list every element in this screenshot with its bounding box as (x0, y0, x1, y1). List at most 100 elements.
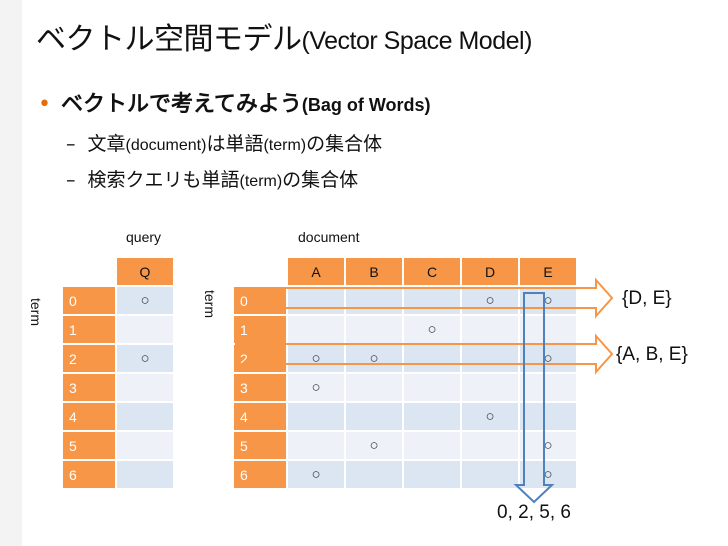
document-cell (404, 461, 460, 488)
document-cell (462, 316, 518, 343)
document-cell: ○ (520, 287, 576, 314)
document-cell (404, 287, 460, 314)
document-cell: ○ (462, 287, 518, 314)
document-cell (288, 432, 344, 459)
main-bullet: • ベクトルで考えてみよう(Bag of Words) (38, 86, 431, 118)
column-header: D (462, 258, 518, 285)
document-cell: ○ (288, 345, 344, 372)
row-header: 6 (234, 461, 286, 488)
document-cell (346, 461, 402, 488)
term-present-mark: ○ (543, 437, 553, 454)
document-cell (520, 374, 576, 401)
term-present-mark: ○ (311, 379, 321, 396)
title-japanese: ベクトル空間モデル (36, 22, 302, 57)
slide-title: ベクトル空間モデル(Vector Space Model) (36, 14, 532, 58)
row-header: 0 (63, 287, 115, 314)
query-cell (117, 461, 173, 488)
table-row: 5 ○ ○ (234, 432, 576, 459)
term-present-mark: ○ (485, 408, 495, 425)
table-corner (63, 258, 115, 285)
term-present-mark: ○ (140, 350, 150, 367)
document-cell (462, 374, 518, 401)
document-cell (462, 461, 518, 488)
document-cell: ○ (288, 374, 344, 401)
sub1-text-b: (document) (125, 137, 207, 154)
document-cell: ○ (520, 432, 576, 459)
bullet-english: (Bag of Words) (301, 95, 431, 115)
row-header: 1 (63, 316, 115, 343)
row-header: 3 (234, 374, 286, 401)
table-row: 2○○○ (234, 345, 576, 372)
row-header: 0 (234, 287, 286, 314)
table-row: 0 ○ ○ (234, 287, 576, 314)
column-e-result: 0, 2, 5, 6 (497, 502, 571, 523)
table-row: 3 (63, 374, 173, 401)
table-row: 2○ (63, 345, 173, 372)
row-header: 5 (234, 432, 286, 459)
sub2-text-a: 検索クエリも単語 (87, 169, 240, 191)
table-row: 0○ (63, 287, 173, 314)
sub2-text-b: (term) (239, 173, 283, 190)
sub1-text-c: は単語 (206, 133, 264, 155)
document-cell (346, 374, 402, 401)
document-cell: ○ (346, 345, 402, 372)
sub-bullet-document: –文章(document)は単語(term)の集合体 (66, 129, 382, 156)
row-header: 3 (63, 374, 115, 401)
bullet-japanese: ベクトルで考えてみよう (60, 92, 302, 117)
row-header: 4 (63, 403, 115, 430)
sub1-text-a: 文章 (87, 133, 126, 155)
table-row: Q (63, 258, 173, 285)
table-corner (234, 258, 286, 285)
column-header-q: Q (117, 258, 173, 285)
query-cell (117, 432, 173, 459)
slide-edge-band (0, 0, 22, 546)
row-header: 1 (234, 316, 286, 343)
document-cell: ○ (288, 461, 344, 488)
table-row: 1○ (234, 316, 576, 343)
document-cell: ○ (404, 316, 460, 343)
sub1-text-d: (term) (263, 137, 307, 154)
table-row: 3○ (234, 374, 576, 401)
document-cell (346, 316, 402, 343)
term-present-mark: ○ (543, 466, 553, 483)
document-cell: ○ (462, 403, 518, 430)
document-cell (462, 345, 518, 372)
sub2-text-c: の集合体 (282, 169, 359, 191)
column-header: E (520, 258, 576, 285)
table-row: 6 ○ ○ (234, 461, 576, 488)
document-label: document (298, 229, 360, 245)
document-cell (404, 345, 460, 372)
query-cell: ○ (117, 287, 173, 314)
document-cell (288, 403, 344, 430)
term-present-mark: ○ (369, 350, 379, 367)
document-cell (404, 374, 460, 401)
row-header: 6 (63, 461, 115, 488)
column-header: B (346, 258, 402, 285)
row-header: 5 (63, 432, 115, 459)
document-cell (520, 316, 576, 343)
document-cell: ○ (520, 461, 576, 488)
row2-result: {A, B, E} (616, 344, 688, 365)
term-present-mark: ○ (543, 292, 553, 309)
term-present-mark: ○ (369, 437, 379, 454)
table-row: 6 (63, 461, 173, 488)
dash-icon: – (66, 169, 76, 191)
table-row: 1 (63, 316, 173, 343)
document-cell (288, 287, 344, 314)
sub1-text-e: の集合体 (306, 133, 383, 155)
document-cell (404, 432, 460, 459)
column-header: A (288, 258, 344, 285)
query-cell (117, 316, 173, 343)
query-cell: ○ (117, 345, 173, 372)
document-cell (346, 287, 402, 314)
row0-result: {D, E} (622, 288, 672, 309)
row-header: 2 (63, 345, 115, 372)
bullet-dot-icon: • (38, 92, 51, 117)
dash-icon: – (66, 133, 76, 155)
document-cell: ○ (520, 345, 576, 372)
row-header: 2 (234, 345, 286, 372)
table-row: 5 (63, 432, 173, 459)
term-present-mark: ○ (311, 466, 321, 483)
